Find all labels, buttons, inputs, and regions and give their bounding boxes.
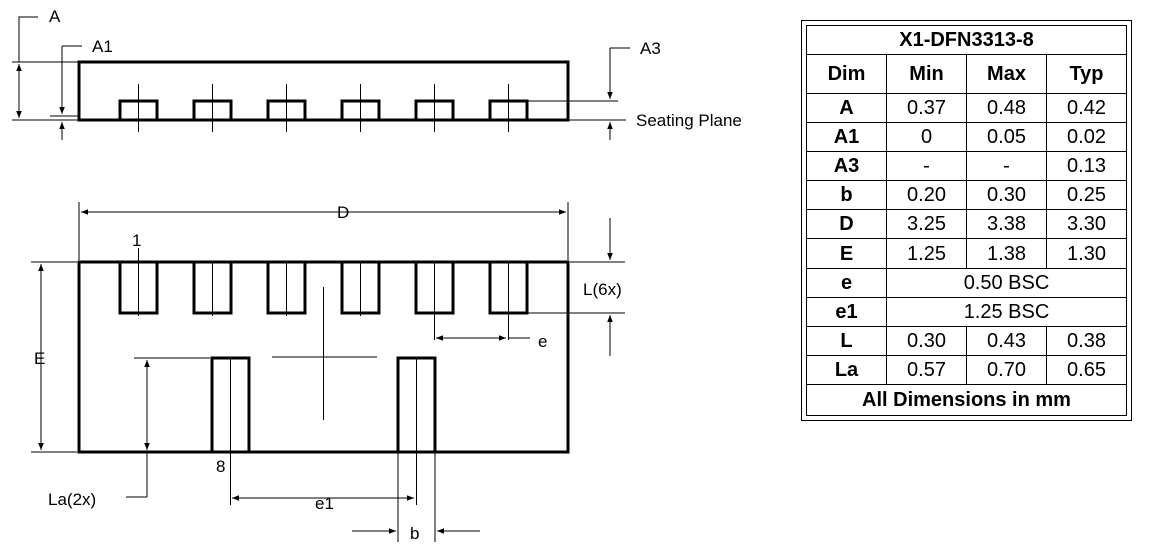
side-view-package-body [77, 60, 570, 122]
side-pad-centerlines [138, 84, 509, 132]
cell-min: 0.57 [886, 354, 967, 386]
cell-max: 1.38 [966, 238, 1047, 269]
side-view [12, 16, 630, 140]
cell-typ: 1.30 [1046, 238, 1127, 269]
cell-max: 0.05 [966, 122, 1047, 153]
label-e1: e1 [315, 494, 334, 513]
header-min: Min [886, 54, 967, 94]
label-E: E [34, 349, 45, 368]
cell-typ: 0.02 [1046, 122, 1127, 153]
cell-typ: 0.65 [1046, 354, 1127, 386]
cell-max: 3.38 [966, 209, 1047, 240]
cell-dim: A3 [806, 151, 887, 182]
cell-typ: 0.13 [1046, 151, 1127, 182]
cell-dim: D [806, 209, 887, 240]
cell-dim: La [806, 354, 887, 386]
table-footer: All Dimensions in mm [806, 384, 1127, 416]
cell-max: 0.48 [966, 92, 1047, 124]
label-pin8: 8 [216, 457, 225, 476]
package-center-mark [272, 287, 377, 420]
label-A3: A3 [640, 39, 661, 58]
table-header-row: Dim Min Max Typ [806, 54, 1127, 94]
cell-min: 0.30 [886, 325, 967, 356]
table-title-row: X1-DFN3313-8 [806, 25, 1127, 55]
label-L: L(6x) [583, 280, 622, 299]
label-D: D [337, 203, 349, 222]
label-A1: A1 [92, 37, 113, 56]
cell-dim: e1 [806, 296, 887, 327]
header-dim: Dim [806, 54, 887, 94]
cell-max: 0.70 [966, 354, 1047, 386]
label-La: La(2x) [48, 490, 96, 509]
header-max: Max [966, 54, 1047, 94]
label-A: A [49, 7, 61, 26]
cell-max: - [966, 151, 1047, 182]
cell-min: 3.25 [886, 209, 967, 240]
cell-dim: A1 [806, 122, 887, 153]
label-seating-plane: Seating Plane [636, 111, 742, 130]
bottom-view [31, 202, 625, 542]
cell-bsc: 0.50 BSC [886, 267, 1127, 298]
cell-dim: b [806, 180, 887, 211]
table-title: X1-DFN3313-8 [806, 25, 1127, 55]
bottom-view-package-body [77, 260, 570, 454]
cell-max: 0.30 [966, 180, 1047, 211]
cell-min: 1.25 [886, 238, 967, 269]
label-pin1: 1 [132, 231, 141, 250]
cell-dim: E [806, 238, 887, 269]
cell-typ: 0.25 [1046, 180, 1127, 211]
cell-bsc: 1.25 BSC [886, 296, 1127, 327]
cell-min: - [886, 151, 967, 182]
cell-typ: 3.30 [1046, 209, 1127, 240]
cell-typ: 0.38 [1046, 325, 1127, 356]
cell-min: 0.37 [886, 92, 967, 124]
label-b: b [410, 524, 419, 543]
table-row: A3--0.13 [806, 151, 1127, 182]
label-e: e [538, 332, 547, 351]
cell-dim: A [806, 92, 887, 124]
cell-max: 0.43 [966, 325, 1047, 356]
cell-dim: L [806, 325, 887, 356]
cell-typ: 0.42 [1046, 92, 1127, 124]
table-footer-row: All Dimensions in mm [806, 384, 1127, 416]
cell-min: 0.20 [886, 180, 967, 211]
cell-dim: e [806, 267, 887, 298]
cell-min: 0 [886, 122, 967, 153]
header-typ: Typ [1046, 54, 1127, 94]
